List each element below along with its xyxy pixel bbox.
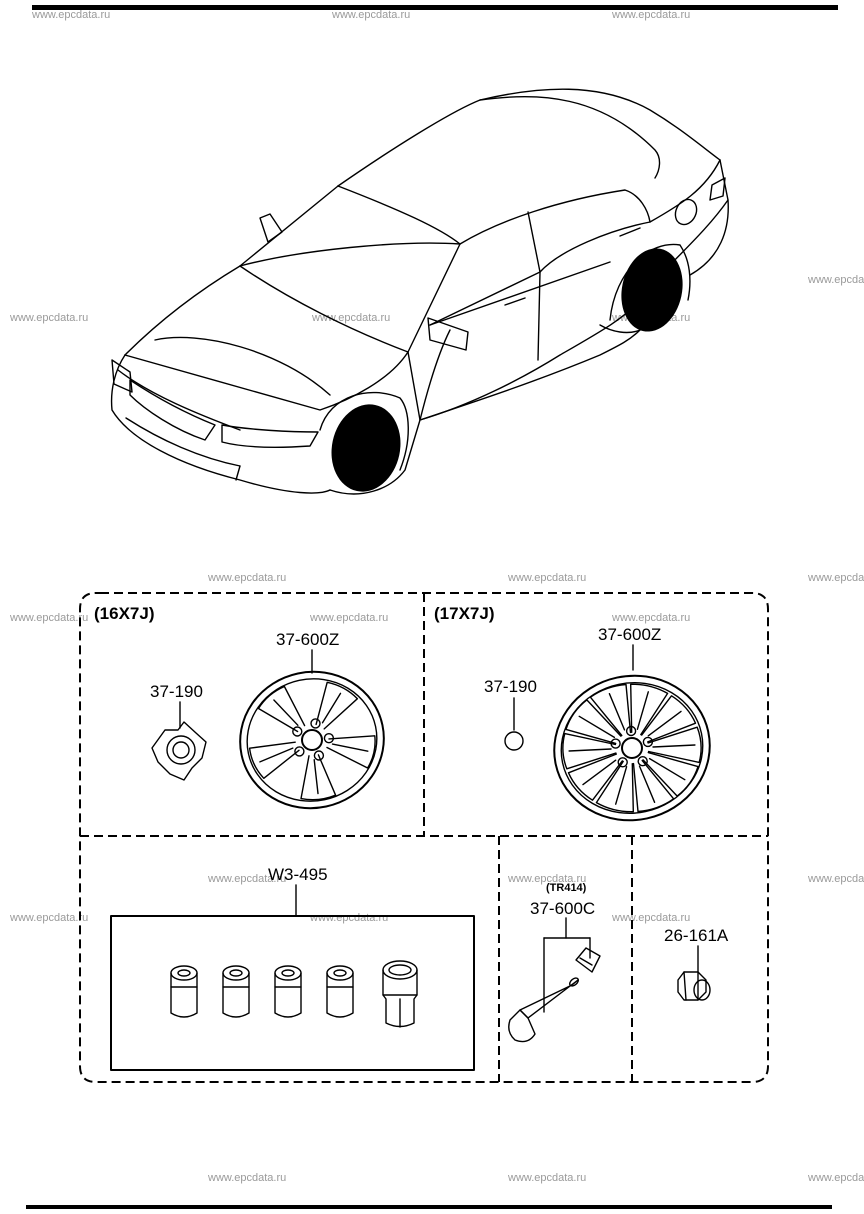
watermark-text: www.epcdata.ru xyxy=(807,572,864,584)
alloy-wheel-17-icon xyxy=(553,674,711,822)
panel-lock-nut-set: W3-495 xyxy=(110,865,475,1071)
watermark-text: www.epcdata.ru xyxy=(611,9,690,21)
watermark-text: www.epcdata.ru xyxy=(9,312,88,324)
watermark-text: www.epcdata.ru xyxy=(311,312,390,324)
center-cap-17-icon xyxy=(504,731,524,751)
watermark-text: www.epcdata.ru xyxy=(507,572,586,584)
watermark-text: www.epcdata.ru xyxy=(331,9,410,21)
watermark-text: www.epcdata.ru xyxy=(9,612,88,624)
watermark-text: www.epcdata.ru xyxy=(9,912,88,924)
panel-valve: (TR414) 37-600C xyxy=(508,882,601,1043)
watermark-text: www.epcdata.ru xyxy=(207,1172,286,1184)
wheel-nut-part-number: 26-161A xyxy=(664,926,729,945)
watermark-text: www.epcdata.ru xyxy=(309,612,388,624)
lock-nut-icons xyxy=(170,960,418,1028)
watermark-text: www.epcdata.ru xyxy=(807,1172,864,1184)
watermark-layer: www.epcdata.ru www.epcdata.ru www.epcdata.… xyxy=(9,9,864,1184)
size-label-16: (16X7J) xyxy=(94,604,154,623)
watermark-text: www.epcdata.ru xyxy=(507,1172,586,1184)
watermark-text: www.epcdata.ru xyxy=(207,572,286,584)
watermark-text: www.epcdata.ru xyxy=(309,912,388,924)
wheel-nut-icon xyxy=(677,971,711,1001)
watermark-text: www.epcdata.ru xyxy=(31,9,110,21)
lock-nut-box xyxy=(110,915,475,1071)
alloy-wheel-16-icon xyxy=(239,670,385,810)
cap-part-number-16: 37-190 xyxy=(150,682,203,701)
center-cap-icon xyxy=(151,721,207,781)
watermark-text: www.epcdata.ru xyxy=(507,873,586,885)
valve-part-number: 37-600C xyxy=(530,899,595,918)
watermark-text: www.epcdata.ru xyxy=(611,912,690,924)
panel-wheel-16: (16X7J) 37-190 37-600Z xyxy=(94,604,385,810)
panel-wheel-17: (17X7J) 37-190 37-600Z xyxy=(434,604,711,822)
valve-stem-icon xyxy=(508,947,601,1043)
car-illustration xyxy=(110,88,729,495)
watermark-text: www.epcdata.ru xyxy=(611,612,690,624)
panel-wheel-nut: 26-161A xyxy=(664,926,729,1001)
top-rule xyxy=(32,5,838,10)
valve-note: (TR414) xyxy=(546,882,587,894)
bottom-rule xyxy=(26,1205,832,1209)
cap-part-number-17: 37-190 xyxy=(484,677,537,696)
wheel-part-number-17: 37-600Z xyxy=(598,625,661,644)
lock-nut-part-number: W3-495 xyxy=(268,865,328,884)
parts-frame xyxy=(79,592,769,1083)
watermark-text: www.epcdata.ru xyxy=(207,873,286,885)
size-label-17: (17X7J) xyxy=(434,604,494,623)
wheel-part-number-16: 37-600Z xyxy=(276,630,339,649)
watermark-text: www.epcdata.ru xyxy=(807,873,864,885)
watermark-text: www.epcdata.ru xyxy=(807,274,864,286)
